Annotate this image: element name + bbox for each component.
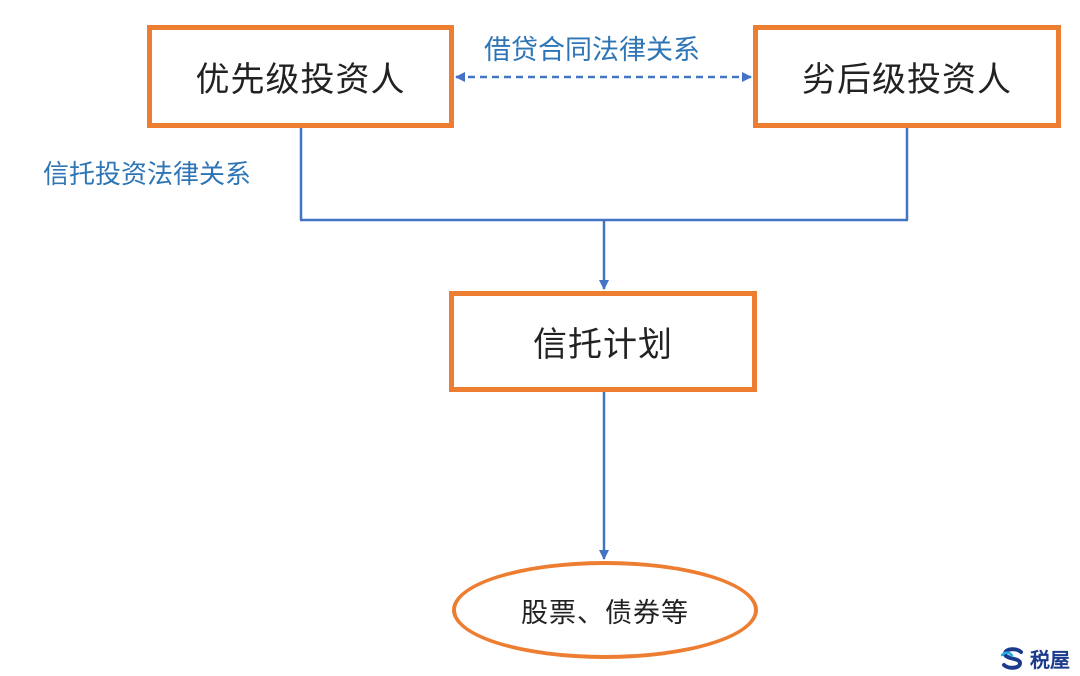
senior-investor-label: 优先级投资人 [195, 60, 406, 100]
trust-plan-node: 信托计划 [449, 291, 757, 392]
junior-investor-node: 劣后级投资人 [753, 25, 1061, 128]
junior-investor-label: 劣后级投资人 [802, 60, 1012, 100]
watermark-text: 税屋 [1030, 648, 1070, 672]
assets-node: 股票、债券等 [452, 561, 758, 659]
watermark-logo: 税屋 [1000, 644, 1070, 673]
trust-plan-label: 信托计划 [533, 325, 673, 365]
assets-label: 股票、债券等 [521, 597, 689, 629]
loan-relation-label: 借贷合同法律关系 [484, 35, 700, 66]
senior-investor-node: 优先级投资人 [147, 25, 454, 128]
s-logo-icon [1000, 646, 1023, 670]
trust-relation-label: 信托投资法律关系 [43, 160, 252, 190]
